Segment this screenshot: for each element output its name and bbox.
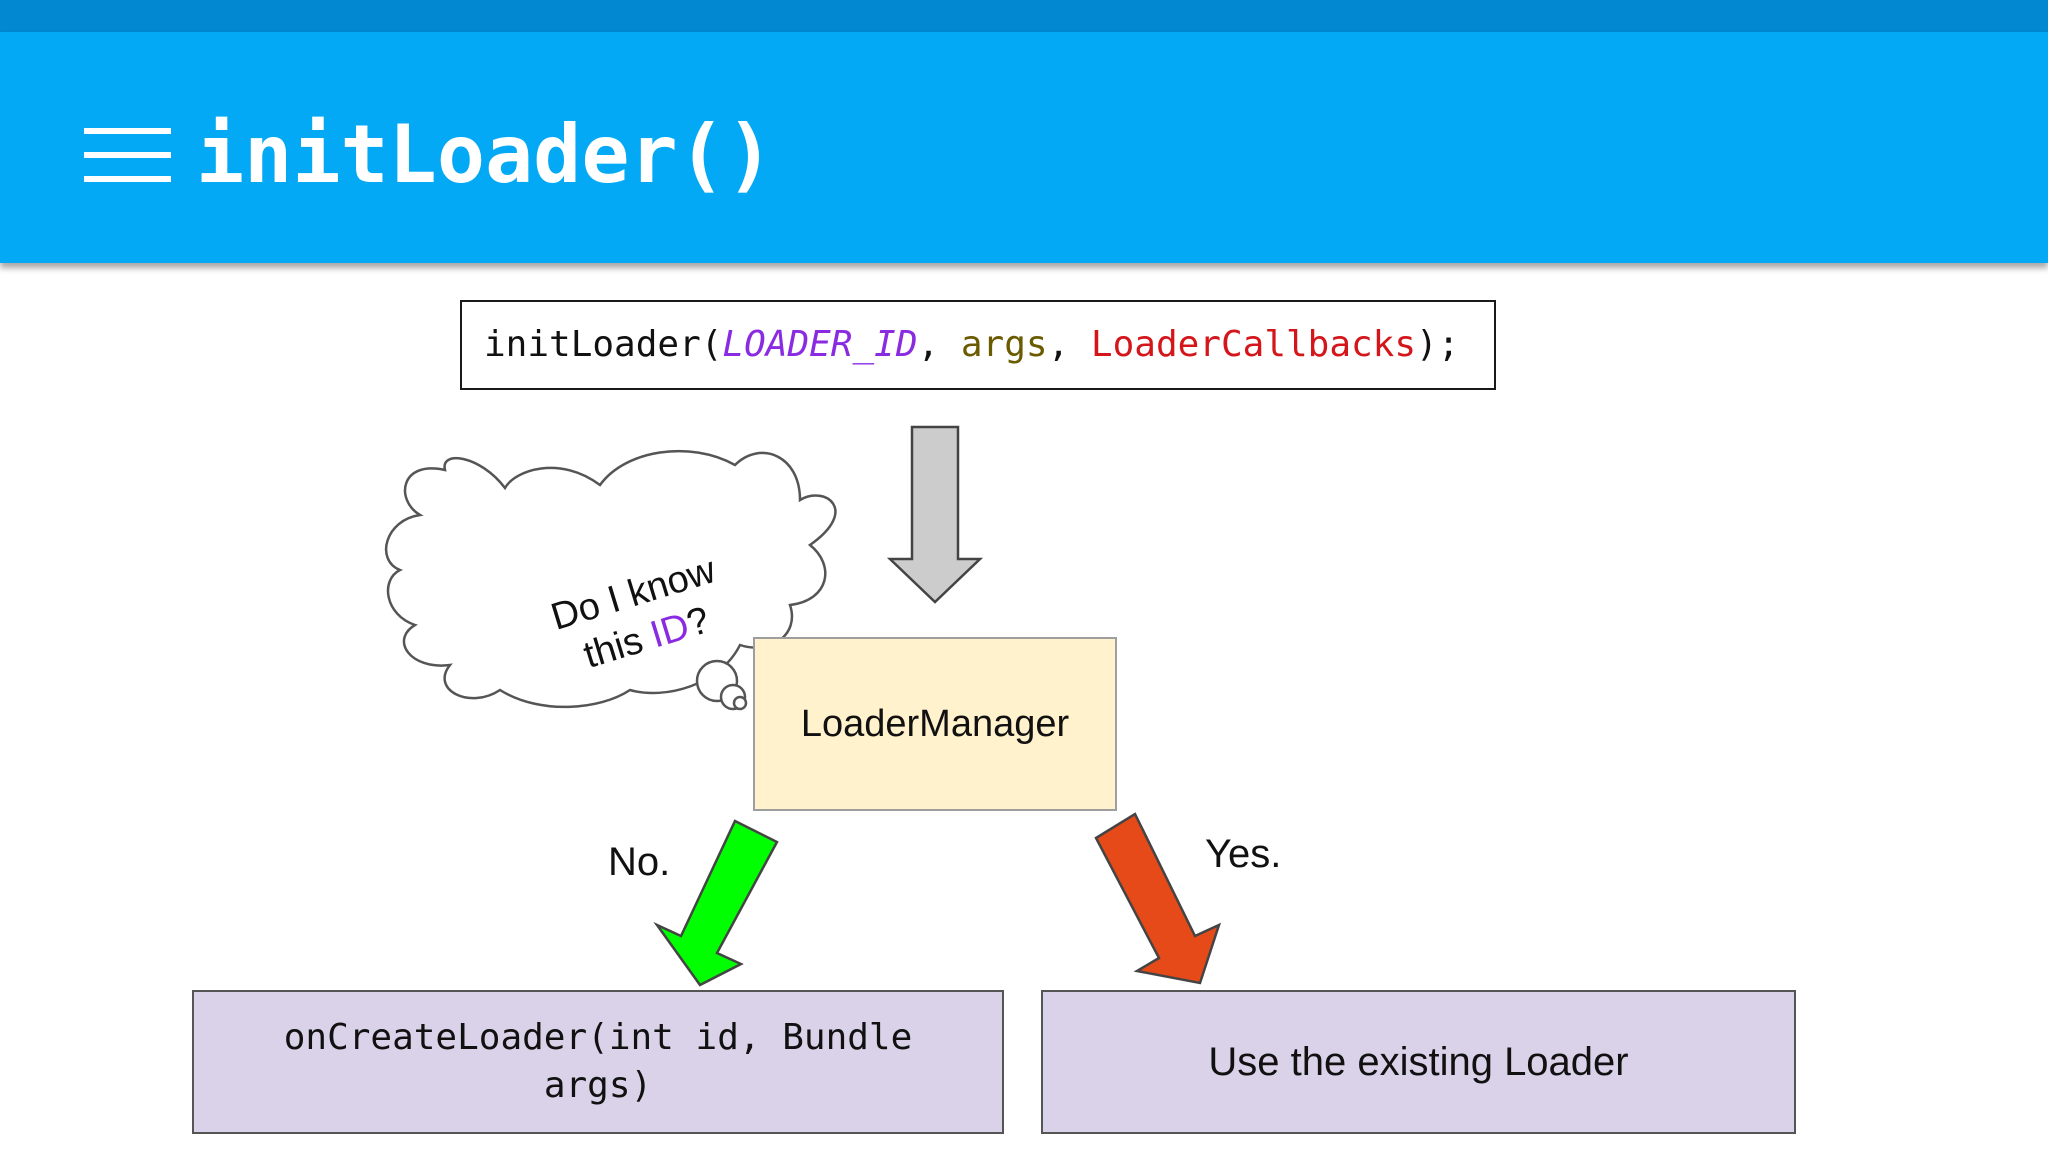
- on-create-loader-label: onCreateLoader(int id, Bundle args): [283, 1017, 913, 1106]
- code-callbacks-arg: LoaderCallbacks: [1090, 324, 1417, 365]
- code-end: );: [1416, 324, 1460, 365]
- loader-manager-label: LoaderManager: [800, 702, 1070, 745]
- on-create-loader-box: onCreateLoader(int id, Bundle args): [192, 990, 1004, 1134]
- use-existing-loader-label: Use the existing Loader: [1208, 1039, 1629, 1084]
- thought-bubble-small: [732, 695, 748, 711]
- use-existing-loader-box: Use the existing Loader: [1041, 990, 1796, 1134]
- slide-title: initLoader(): [196, 108, 774, 201]
- yes-arrow: [1094, 812, 1222, 985]
- yes-label: Yes.: [1205, 832, 1282, 876]
- thought-cloud: [384, 449, 837, 711]
- code-id-arg: LOADER_ID: [722, 324, 918, 365]
- no-arrow: [653, 819, 779, 987]
- code-args-arg: args: [960, 324, 1048, 365]
- code-box: initLoader(LOADER_ID, args, LoaderCallba…: [460, 300, 1496, 390]
- code-sep-2: ,: [1047, 324, 1091, 365]
- down-arrow: [886, 425, 984, 604]
- loader-manager-box: LoaderManager: [753, 637, 1117, 811]
- slide-header: [0, 32, 2048, 263]
- hamburger-menu-icon[interactable]: [84, 128, 171, 182]
- top-strip: [0, 0, 2048, 32]
- code-sep-1: ,: [917, 324, 961, 365]
- code-fn: initLoader(: [484, 324, 723, 365]
- no-label: No.: [608, 840, 671, 884]
